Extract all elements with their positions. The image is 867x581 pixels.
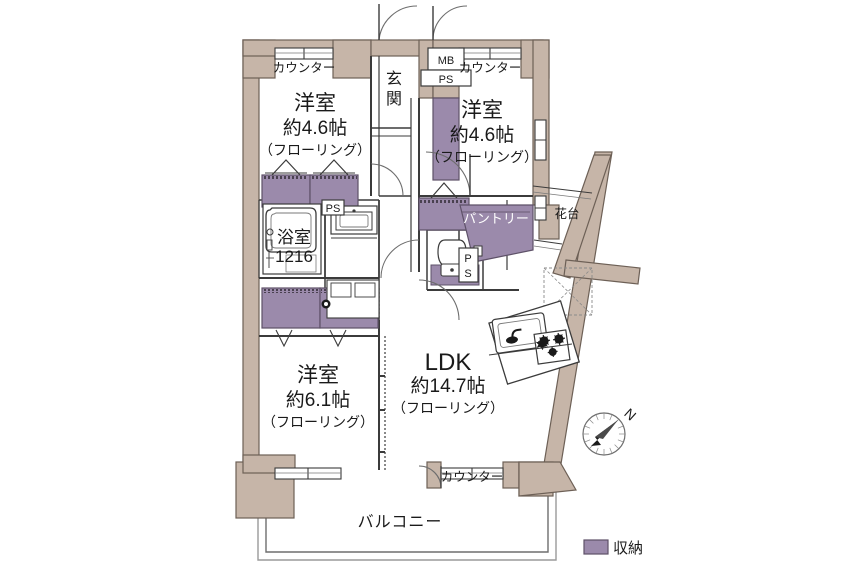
room-floor-bedroom-top-left: （フローリング） [259,142,371,158]
label-counter-bottom: カウンター [441,470,504,484]
bathroom-fixtures [262,203,322,275]
label-counter-top-left: カウンター [273,61,336,75]
legend-storage-swatch [583,539,609,555]
label-flower-stand: 花台 [554,206,579,221]
meter-boxes [321,47,479,283]
label-ps-toilet-p: P [464,253,471,265]
washing-machine-area [321,279,380,319]
room-name-bedroom-top-left: 洋室 [294,92,336,115]
room-floor-bedroom-bottom-left: （フローリング） [262,414,374,430]
ps-box-toilet [458,247,479,283]
room-floor-ldk: （フローリング） [392,400,504,416]
closet-top-left-a [261,174,311,208]
label-entrance-char-1: 玄 [386,70,402,88]
room-name-bedroom-bottom-left: 洋室 [297,364,339,387]
ps-box-entrance [420,69,472,87]
label-entrance-char-2: 関 [386,91,402,108]
label-bathroom-size: 1216 [275,247,313,266]
room-floor-bedroom-top-right: （フローリング） [426,149,538,165]
room-size-bedroom-top-right: 約4.6帖 [450,124,514,146]
label-counter-top-right: カウンター [459,61,522,75]
room-size-bedroom-top-left: 約4.6帖 [283,117,347,139]
room-size-bedroom-bottom-left: 約6.1帖 [286,389,350,411]
label-balcony: バルコニー [358,514,443,531]
washbasin-vanity [330,205,378,239]
legend: 収納 [583,539,643,557]
room-name-ldk: LDK [425,349,472,376]
kitchen-counter [488,300,581,385]
room-size-ldk: 約14.7帖 [411,375,486,397]
label-ps-entrance: PS [439,74,454,86]
label-ps-toilet-s: S [464,268,471,280]
ps-box-bath [321,199,345,216]
closet-entrance [432,97,460,181]
closet-bottom-left-a [261,287,321,329]
room-name-bedroom-top-right: 洋室 [461,99,503,122]
label-pantry: パントリー [463,211,529,226]
legend-storage-label: 収納 [613,540,643,557]
label-mb: MB [438,55,455,67]
compass-rose-icon [582,412,626,456]
closet-top-right [418,197,470,231]
label-ps-bath: PS [326,203,341,215]
label-bathroom-name: 浴室 [277,228,311,247]
